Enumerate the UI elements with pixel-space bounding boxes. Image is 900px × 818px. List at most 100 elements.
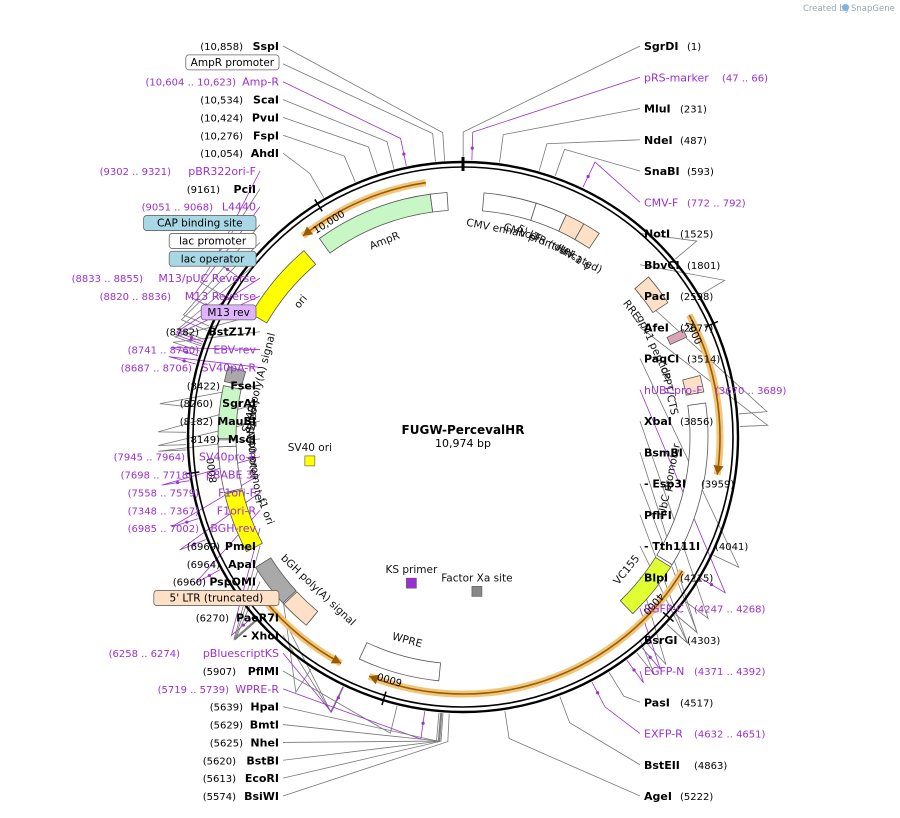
- site-label-position: (593): [687, 167, 714, 178]
- site-label-f1ori-r[interactable]: F1ori-R(7348 .. 7367): [128, 504, 257, 517]
- site-label-paci[interactable]: PacI(2598): [644, 290, 713, 303]
- site-label-lac-operator[interactable]: lac operator: [168, 250, 257, 267]
- site-label-esp3i[interactable]: - Esp3I(3959): [644, 478, 734, 491]
- site-label-pflmi[interactable]: PflMI(5907): [203, 665, 279, 678]
- site-label-pbluescriptks[interactable]: pBluescriptKS(6258 .. 6274): [109, 647, 279, 660]
- site-label-agei[interactable]: AgeI(5222): [644, 790, 713, 803]
- site-label-sv40pa-r[interactable]: SV40pA-R(8687 .. 8706): [121, 361, 257, 374]
- site-label-bsrgi[interactable]: BsrGI(4303): [644, 634, 720, 647]
- site-label-pspomi[interactable]: PspOMI(6960): [173, 576, 256, 589]
- site-label-maubi[interactable]: MauBI(8182): [180, 415, 256, 428]
- site-label-sv40pro-f[interactable]: SV40pro-F(7945 .. 7964): [114, 451, 256, 464]
- feature-ks-primer[interactable]: [406, 577, 417, 589]
- site-label-sgrai[interactable]: SgrAI(8260): [180, 397, 256, 410]
- site-label-name: PspOMI: [209, 576, 256, 589]
- feature-factor-xa[interactable]: [471, 586, 483, 597]
- site-label-ebv-rev[interactable]: EBV-rev(8741 .. 8760): [128, 344, 257, 357]
- feature-hiv-psi[interactable]: [574, 223, 600, 249]
- feature-bleor[interactable]: [217, 385, 242, 439]
- site-label-bstbi[interactable]: BstBI(5620): [203, 754, 279, 767]
- plasmid-center-label: FUGW-PercevalHR 10,974 bp: [402, 423, 525, 450]
- site-label-f1ori-f[interactable]: F1ori-F(7558 .. 7579): [128, 486, 256, 499]
- feature-wpre[interactable]: [358, 642, 441, 682]
- site-label-sspi[interactable]: SspI(10,858): [200, 40, 279, 53]
- site-label-bstz17i[interactable]: BstZ17I(8782): [166, 326, 256, 339]
- feature-ori[interactable]: [250, 250, 317, 324]
- site-label-fspi[interactable]: FspI(10,276): [200, 129, 279, 142]
- site-label-noti[interactable]: NotI(1525): [644, 228, 713, 241]
- site-label-egfp-c[interactable]: EGFP-C(4247 .. 4268): [644, 603, 766, 616]
- site-label-ltr-trunc-box[interactable]: 5' LTR (truncated): [153, 590, 280, 606]
- site-label-ecori[interactable]: EcoRI(5613): [203, 772, 279, 785]
- site-label-ampr-promoter[interactable]: AmpR promoter: [185, 54, 280, 71]
- site-label-nhei[interactable]: NheI(5625): [210, 736, 279, 749]
- site-label-xbai[interactable]: XbaI(3856): [644, 415, 713, 428]
- feature-f1-ori[interactable]: [224, 489, 263, 553]
- site-label-ahdi[interactable]: AhdI(10,054): [200, 147, 279, 160]
- feature-rre[interactable]: [634, 276, 669, 314]
- site-label-pbabe3[interactable]: pBABE 3'(7698 .. 7718): [121, 469, 256, 482]
- site-label-pcii[interactable]: PciI(9161): [187, 183, 256, 196]
- site-label-amp-r-primer[interactable]: Amp-R(10,604 .. 10,623): [146, 76, 280, 89]
- site-label-bsiwi[interactable]: BsiWI(5574): [203, 790, 279, 803]
- site-label-msci[interactable]: MscI(8149): [187, 433, 256, 446]
- site-label-pvui[interactable]: PvuI(10,424): [200, 111, 279, 124]
- site-label-bgh-rev[interactable]: BGH-rev(6985 .. 7002): [128, 522, 257, 535]
- site-label-blpi[interactable]: BlpI(4215): [644, 571, 713, 584]
- leader-line: [282, 134, 356, 182]
- primer-marker: [182, 359, 186, 363]
- site-label-mlui[interactable]: MluI(231): [644, 103, 707, 116]
- feature-cppt[interactable]: [682, 374, 705, 396]
- site-label-bsmbi[interactable]: BsmBI: [644, 446, 683, 459]
- site-label-scai[interactable]: ScaI(10,534): [200, 94, 279, 107]
- site-label-m13-reverse[interactable]: M13 Reverse(8820 .. 8836): [100, 290, 257, 303]
- site-label-apai[interactable]: ApaI(6964): [187, 558, 256, 571]
- site-label-position: (6964): [187, 560, 220, 571]
- feature-em7[interactable]: [217, 439, 237, 448]
- feature-sv40-ori[interactable]: [304, 455, 316, 467]
- site-label-pasi[interactable]: PasI(4517): [644, 696, 713, 709]
- site-label-prs-marker[interactable]: pRS-marker(47 .. 66): [644, 71, 768, 84]
- site-label-lac-promoter[interactable]: lac promoter: [168, 233, 257, 249]
- site-label-l4440[interactable]: L4440(9051 .. 9068): [142, 201, 256, 214]
- site-label-tth111i[interactable]: - Tth111I(4041): [644, 540, 748, 553]
- site-label-position: (4215): [680, 573, 713, 584]
- site-label-paqci[interactable]: PaqCI(3514): [644, 353, 720, 366]
- site-label-egfp-n[interactable]: EGFP-N(4371 .. 4392): [644, 665, 766, 678]
- site-label-m13-puc-rev[interactable]: M13/pUC Reverse(8833 .. 8855): [72, 272, 257, 285]
- feature-ampr-prom[interactable]: [429, 192, 449, 213]
- site-label-hpai[interactable]: HpaI(5639): [210, 701, 279, 714]
- site-label-m13-rev[interactable]: M13 rev: [200, 304, 257, 321]
- site-label-snabi[interactable]: SnaBI(593): [644, 165, 714, 178]
- site-label-xhoi[interactable]: - XhoI: [243, 629, 279, 642]
- feature-gp41[interactable]: [666, 328, 688, 345]
- site-label-afei[interactable]: AfeI(2677): [644, 321, 713, 334]
- site-label-hubcpro-f[interactable]: hUBCpro-F(3670 .. 3689): [644, 384, 787, 397]
- site-label-paer7i[interactable]: PaeR7I(6270): [196, 611, 279, 624]
- site-label-ndei[interactable]: NdeI(487): [644, 134, 707, 147]
- site-label-egfp-r[interactable]: EXFP-R(4632 .. 4651): [644, 728, 766, 741]
- site-label-fsei[interactable]: FseI(8422): [187, 379, 256, 392]
- feature-sv40pa[interactable]: [223, 366, 247, 387]
- feature-cmv-enhancer[interactable]: [482, 192, 537, 221]
- feature-bgh-polya[interactable]: [283, 591, 319, 626]
- site-label-pflfi[interactable]: PflFI: [644, 509, 672, 522]
- site-label-name: NdeI: [644, 134, 673, 147]
- site-label-cap-site[interactable]: CAP binding site: [143, 215, 257, 231]
- site-label-wpre-r[interactable]: WPRE-R(5719 .. 5739): [158, 683, 280, 696]
- site-label-name: SV40pro-F: [199, 451, 256, 464]
- site-label-pbr322ori-f[interactable]: pBR322ori-F(9302 .. 9321): [100, 165, 256, 178]
- leader-line: [171, 474, 261, 528]
- site-label-bmti[interactable]: BmtI(5629): [210, 719, 279, 732]
- site-label-name: EGFP-N: [644, 665, 684, 678]
- primer-marker: [185, 520, 189, 524]
- feature-vc155[interactable]: [619, 556, 672, 615]
- site-label-sgrdi[interactable]: SgrDI(1): [644, 40, 701, 53]
- site-label-pmei[interactable]: PmeI(6969): [187, 540, 256, 553]
- site-label-cmv-f[interactable]: CMV-F(772 .. 792): [644, 196, 746, 209]
- site-label-position: (10,424): [200, 113, 243, 124]
- site-label-bsteii[interactable]: BstEII(4863): [644, 759, 727, 772]
- site-label-bbvci[interactable]: BbvCI(1801): [644, 259, 720, 272]
- feature-ltr-truncated[interactable]: [558, 214, 585, 241]
- feature-ubc-promoter[interactable]: [656, 402, 709, 566]
